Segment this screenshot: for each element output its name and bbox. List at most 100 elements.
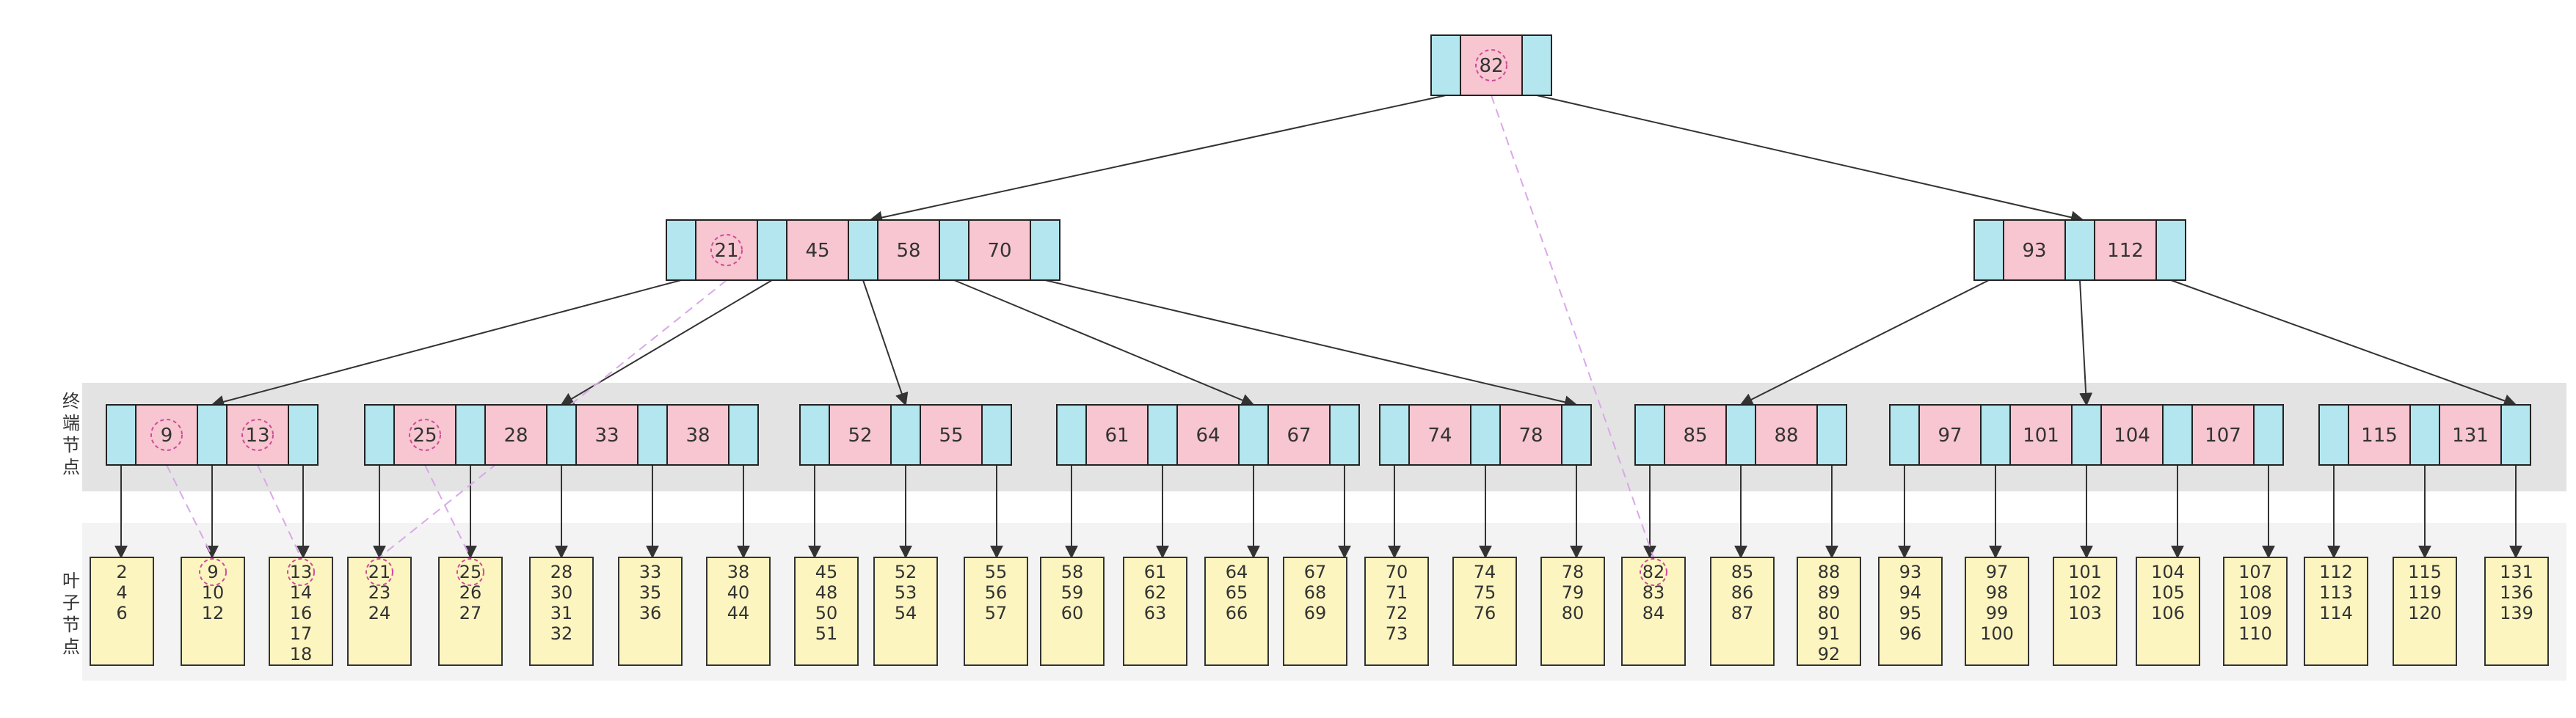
pointer-cell bbox=[1238, 404, 1269, 466]
leaf-value: 108 bbox=[2238, 582, 2272, 603]
leaf-value: 35 bbox=[639, 582, 662, 603]
leaf-value: 102 bbox=[2068, 582, 2102, 603]
leaf-value: 97 bbox=[1986, 562, 2009, 582]
leaf-value: 12 bbox=[202, 603, 225, 623]
leaf-value: 104 bbox=[2151, 562, 2185, 582]
leaf-box bbox=[873, 557, 938, 666]
band-labels: 终端节点 叶子节点 bbox=[62, 391, 80, 657]
leaf-value: 36 bbox=[639, 603, 662, 623]
trace-link bbox=[257, 464, 302, 558]
key-cell bbox=[1176, 404, 1240, 466]
trace-link bbox=[166, 464, 214, 558]
key-cell bbox=[1918, 404, 1982, 466]
leaf-value: 50 bbox=[815, 603, 838, 623]
key-label: 104 bbox=[2114, 425, 2150, 447]
pointer-cell bbox=[848, 219, 878, 281]
key-label: 61 bbox=[1105, 425, 1129, 447]
leaf-value: 110 bbox=[2238, 623, 2272, 644]
key-label: 52 bbox=[848, 425, 872, 447]
leaf-box bbox=[2053, 557, 2117, 666]
internal-node: 93 112 bbox=[1973, 219, 2186, 281]
leaf-value: 53 bbox=[895, 582, 917, 603]
highlight-circle bbox=[365, 558, 393, 586]
leaf-value: 72 bbox=[1386, 603, 1408, 623]
leaf-value: 60 bbox=[1061, 603, 1084, 623]
leaf-value: 23 bbox=[368, 582, 391, 603]
leaf-value: 101 bbox=[2068, 562, 2102, 582]
leaf-value: 33 bbox=[639, 562, 662, 582]
leaf-value: 31 bbox=[550, 603, 573, 623]
leaf-value: 69 bbox=[1304, 603, 1327, 623]
leaf-box bbox=[529, 557, 594, 666]
leaf-value: 63 bbox=[1144, 603, 1167, 623]
highlight-circle bbox=[456, 558, 484, 586]
key-label: 9 bbox=[161, 425, 173, 447]
highlight-circle bbox=[1640, 558, 1667, 586]
leaf-value: 52 bbox=[895, 562, 917, 582]
pointer-cell bbox=[106, 404, 137, 466]
leaf-value: 100 bbox=[1980, 623, 2014, 644]
pointer-cell bbox=[2500, 404, 2531, 466]
pointer-cell bbox=[890, 404, 921, 466]
key-label: 28 bbox=[503, 425, 528, 447]
key-label: 33 bbox=[594, 425, 619, 447]
key-label: 112 bbox=[2107, 240, 2144, 262]
pointer-cell bbox=[1329, 404, 1360, 466]
leaf-value: 65 bbox=[1226, 582, 1248, 603]
leaf-value: 9 bbox=[207, 562, 218, 582]
pointer-cell bbox=[1379, 404, 1410, 466]
pointer-cell bbox=[1147, 404, 1178, 466]
leaf-box bbox=[438, 557, 503, 666]
leaf-box bbox=[90, 557, 154, 666]
leaf-value: 2 bbox=[116, 562, 127, 582]
tree-edge bbox=[869, 95, 1447, 224]
leaf-value: 139 bbox=[2500, 603, 2533, 623]
leaf-value: 83 bbox=[1642, 582, 1665, 603]
leaf-value: 131 bbox=[2500, 562, 2533, 582]
key-label: 93 bbox=[2022, 240, 2046, 262]
leaf-value: 85 bbox=[1731, 562, 1754, 582]
leaf-box bbox=[1364, 557, 1429, 666]
terminal-band-label: 终端节点 bbox=[62, 391, 80, 477]
leaf-value: 89 bbox=[1818, 582, 1841, 603]
pointer-cell bbox=[1561, 404, 1592, 466]
pointer-cell bbox=[1030, 219, 1060, 281]
pointer-cell bbox=[2071, 404, 2102, 466]
tree-edges bbox=[114, 95, 2522, 559]
leaf-box bbox=[269, 557, 333, 666]
leaf-value: 44 bbox=[727, 603, 750, 623]
leaf-box bbox=[1040, 557, 1105, 666]
leaf-nodes: 2469101213141617182123242526272830313233… bbox=[90, 557, 2549, 666]
leaf-value: 67 bbox=[1304, 562, 1327, 582]
leaf-band-label: 叶子节点 bbox=[62, 571, 80, 657]
pointer-cell bbox=[2253, 404, 2284, 466]
leaf-value: 74 bbox=[1474, 562, 1496, 582]
tree-edge bbox=[1044, 279, 1578, 409]
leaf-value: 92 bbox=[1818, 644, 1841, 664]
pointer-cell bbox=[1980, 404, 2011, 466]
tree-edge bbox=[211, 279, 682, 409]
key-cell bbox=[393, 404, 456, 466]
leaf-box bbox=[181, 557, 245, 666]
leaf-box bbox=[1123, 557, 1187, 666]
leaf-value: 24 bbox=[368, 603, 391, 623]
leaf-box bbox=[1621, 557, 1686, 666]
key-label: 82 bbox=[1479, 55, 1503, 77]
key-cell bbox=[1755, 404, 1818, 466]
leaf-value: 26 bbox=[459, 582, 482, 603]
leaf-value: 4 bbox=[116, 582, 127, 603]
leaf-value: 64 bbox=[1226, 562, 1248, 582]
leaf-value: 48 bbox=[815, 582, 838, 603]
leaf-value: 99 bbox=[1986, 603, 2009, 623]
